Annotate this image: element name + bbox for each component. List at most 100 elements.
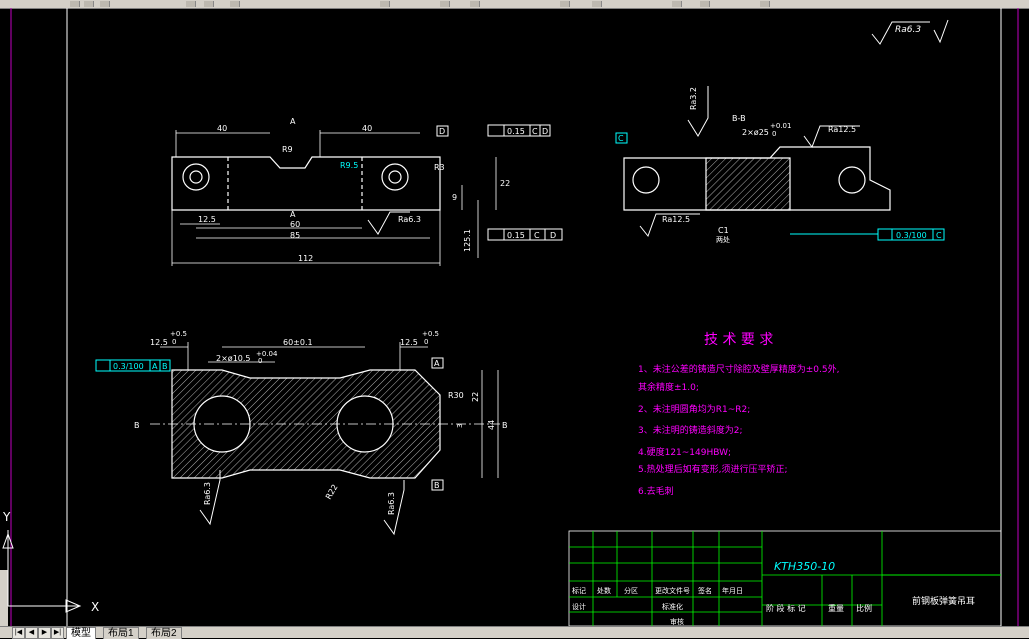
tech-line-6: 5.热处理后如有变形,须进行压平矫正; bbox=[638, 463, 787, 475]
datum-a: A bbox=[434, 359, 440, 368]
tab-nav-first-icon[interactable]: |◀ bbox=[12, 627, 25, 639]
section-bb-outline bbox=[623, 146, 891, 211]
ra-left-symbol bbox=[639, 213, 700, 238]
section-bb-title: B-B bbox=[732, 114, 746, 123]
tol-1-c: C bbox=[532, 127, 538, 136]
dim-3: 3 bbox=[456, 424, 464, 428]
tol-frame-1 bbox=[487, 124, 551, 137]
tab-nav-prev-icon[interactable]: ◀ bbox=[25, 627, 38, 639]
tb-scale: 比例 bbox=[856, 603, 872, 613]
dim-9: 9 bbox=[452, 193, 457, 202]
dim-12-5-right: 12.5 bbox=[400, 338, 418, 347]
tb-h2: 处数 bbox=[597, 586, 611, 595]
ra-left-label: Ra12.5 bbox=[662, 215, 690, 224]
tb-design: 设计 bbox=[572, 602, 586, 611]
tol-left-low: 0 bbox=[172, 338, 176, 346]
para-ref: C bbox=[936, 231, 942, 240]
dim-40-right: 40 bbox=[362, 124, 372, 133]
tech-line-3: 2、未注明圆角均为R1~R2; bbox=[638, 403, 750, 415]
ra-top-label: Ra3.2 bbox=[689, 87, 698, 110]
para-tol-frame bbox=[790, 228, 945, 241]
toolbar-button[interactable] bbox=[560, 1, 570, 7]
datum-b-box bbox=[431, 479, 444, 491]
tb-h4: 更改文件号 bbox=[655, 586, 690, 595]
r9-label: R9 bbox=[282, 145, 293, 154]
r22-label: R22 bbox=[324, 483, 340, 501]
toolbar-button[interactable] bbox=[70, 1, 80, 7]
tol-right-low: 0 bbox=[424, 338, 428, 346]
toolbar-button[interactable] bbox=[380, 1, 390, 7]
ra-top-symbol bbox=[687, 86, 709, 137]
material-label: KTH350-10 bbox=[774, 560, 835, 573]
rough-global-label: Ra6.3 bbox=[895, 25, 921, 35]
dia-bottom: 2×ø10.5 bbox=[216, 354, 251, 363]
bottom-para-ref-b: B bbox=[162, 362, 168, 371]
bottom-rough-left-label: Ra6.3 bbox=[203, 482, 212, 505]
tech-line-2: 其余精度±1.0; bbox=[638, 381, 699, 393]
datum-c: C bbox=[618, 134, 624, 143]
ucs-y-label: Y bbox=[2, 510, 11, 524]
tech-line-5: 4.硬度121~149HBW; bbox=[638, 446, 731, 458]
toolbar-button[interactable] bbox=[760, 1, 770, 7]
para-tol: 0.3/100 bbox=[896, 231, 927, 240]
layout-tabbar: |◀ ◀ ▶ ▶| 模型 布局1 布局2 bbox=[0, 626, 1029, 639]
dim-22-bottom: 22 bbox=[471, 392, 480, 402]
drawing-canvas[interactable]: Ra6.3 40 40 12.5 60 85 112 22 9 125.1 R9… bbox=[0, 8, 1029, 626]
tb-h3: 分区 bbox=[624, 586, 638, 595]
r9-5-label: R9.5 bbox=[340, 161, 358, 170]
toolbar bbox=[0, 0, 1029, 9]
section-bb-tol-low: 0 bbox=[772, 130, 776, 138]
toolbar-button[interactable] bbox=[672, 1, 682, 7]
toolbar-button[interactable] bbox=[440, 1, 450, 7]
tol-2-value: 0.15 bbox=[507, 231, 525, 240]
tb-review: 审核 bbox=[670, 617, 684, 626]
tb-h1: 标记 bbox=[572, 586, 586, 595]
section-b-right: B bbox=[502, 421, 508, 430]
tab-nav-next-icon[interactable]: ▶ bbox=[38, 627, 51, 639]
section-bb-dia: 2×ø25 bbox=[742, 128, 769, 137]
bottom-rough-left bbox=[199, 470, 221, 526]
dim-85: 85 bbox=[290, 231, 300, 240]
tab-layout2[interactable]: 布局2 bbox=[146, 627, 182, 639]
dia-tol-up: +0.04 bbox=[256, 350, 278, 358]
tech-line-1: 1、未注公差的铸造尺寸除腔及壁厚精度为±0.5外, bbox=[638, 363, 839, 375]
datum-a-box bbox=[431, 357, 444, 369]
tab-layout1[interactable]: 布局1 bbox=[103, 627, 139, 639]
datum-c-box bbox=[615, 132, 628, 144]
toolbar-button[interactable] bbox=[100, 1, 110, 7]
ra-right-label: Ra12.5 bbox=[828, 125, 856, 134]
dim-vert: 125.1 bbox=[463, 229, 472, 252]
toolbar-button[interactable] bbox=[470, 1, 480, 7]
bottom-para-frame bbox=[95, 359, 171, 372]
tb-standard: 标准化 bbox=[662, 602, 683, 611]
tab-nav-last-icon[interactable]: ▶| bbox=[51, 627, 64, 639]
tol-2-c: C bbox=[534, 231, 540, 240]
tb-h5: 签名 bbox=[698, 586, 712, 595]
toolbar-button[interactable] bbox=[592, 1, 602, 7]
section-b-left: B bbox=[134, 421, 140, 430]
toolbar-button[interactable] bbox=[204, 1, 214, 7]
ucs-x-label: X bbox=[91, 600, 99, 614]
tol-1-d: D bbox=[542, 127, 548, 136]
r30-label: R30 bbox=[448, 391, 464, 400]
c1-label: C1 bbox=[718, 226, 729, 235]
dim-44: 44 bbox=[487, 420, 496, 430]
toolbar-button[interactable] bbox=[84, 1, 94, 7]
tol-1-value: 0.15 bbox=[507, 127, 525, 136]
ucs-icon bbox=[2, 530, 82, 613]
dim-60: 60 bbox=[290, 220, 300, 229]
tab-model[interactable]: 模型 bbox=[66, 627, 96, 639]
tol-frame-2 bbox=[487, 228, 563, 241]
datum-b: B bbox=[434, 481, 440, 490]
section-a-top: A bbox=[290, 117, 296, 126]
toolbar-button[interactable] bbox=[700, 1, 710, 7]
toolbar-button[interactable] bbox=[230, 1, 240, 7]
section-bb-tol-up: +0.01 bbox=[770, 122, 791, 130]
bottom-para-tol: 0.3/100 bbox=[113, 362, 144, 371]
bottom-view-dimensions bbox=[160, 342, 499, 478]
c1-note: 两处 bbox=[716, 235, 730, 244]
section-a-bottom: A bbox=[290, 210, 296, 219]
tol-2-d: D bbox=[550, 231, 556, 240]
toolbar-button[interactable] bbox=[186, 1, 196, 7]
top-view-dimensions bbox=[171, 130, 497, 266]
